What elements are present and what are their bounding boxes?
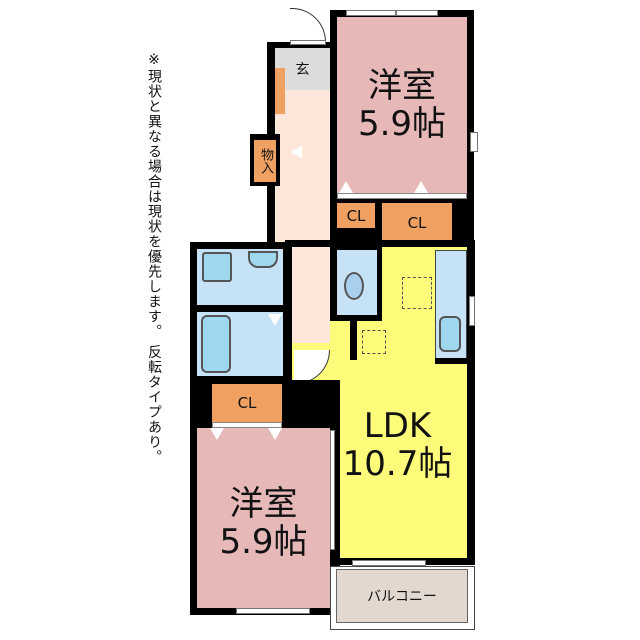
- window: [396, 10, 438, 16]
- storage-door-marker: [290, 146, 302, 158]
- sliding-door: [330, 430, 335, 550]
- closet-door-marker: [210, 428, 224, 440]
- window: [352, 560, 426, 566]
- window: [470, 132, 478, 152]
- western-room-top: [337, 17, 467, 197]
- western-room-top-label: 洋室 5.9帖: [337, 60, 467, 150]
- entrance-door: [290, 8, 326, 42]
- room-size: 5.9帖: [357, 104, 447, 144]
- closet-door-marker: [414, 181, 428, 193]
- room-name: 洋室: [368, 66, 436, 106]
- kitchen-sink-icon: [439, 316, 461, 352]
- door-threshold: [290, 40, 326, 45]
- storage: 物入: [254, 140, 276, 182]
- western-room-bottom: [197, 428, 330, 608]
- room-size: 5.9帖: [219, 522, 308, 562]
- room-size: 10.7帖: [342, 444, 453, 484]
- ldk-label: LDK 10.7帖: [330, 400, 465, 490]
- disclaimer-note: ※現状と異なる場合は現状を優先します。 反転タイプあり。: [146, 52, 162, 465]
- room-name: LDK: [363, 406, 432, 446]
- hallway: [292, 247, 330, 343]
- closet-door: [337, 193, 467, 199]
- room-name: 洋室: [229, 484, 298, 524]
- closet-1: CL: [337, 203, 375, 228]
- closet-label: CL: [346, 206, 366, 225]
- refrigerator-space: [362, 330, 386, 354]
- closet-door-marker: [339, 181, 353, 193]
- bathtub-icon: [201, 315, 231, 373]
- appliance-space: [402, 277, 432, 309]
- wall: [350, 320, 357, 360]
- toilet-icon: [344, 272, 364, 300]
- bathroom-door-marker: [268, 314, 282, 326]
- wall: [435, 358, 475, 364]
- closet-door-marker: [268, 428, 282, 440]
- shoe-cabinet: [275, 68, 285, 114]
- western-room-bottom-label: 洋室 5.9帖: [197, 478, 330, 568]
- balcony: バルコニー: [336, 569, 468, 623]
- washing-machine-icon: [202, 252, 232, 282]
- entrance-label: 玄: [295, 62, 310, 78]
- closet-door: [212, 422, 282, 428]
- window: [469, 296, 475, 326]
- window: [346, 10, 396, 16]
- closet-label: CL: [237, 394, 257, 412]
- closet-2: CL: [382, 203, 452, 243]
- closet-label: CL: [407, 214, 427, 232]
- closet-3: CL: [212, 384, 282, 422]
- storage-label: 物入: [258, 148, 273, 174]
- window: [236, 608, 310, 614]
- balcony-label: バルコニー: [367, 589, 437, 605]
- sink-icon: [248, 251, 278, 268]
